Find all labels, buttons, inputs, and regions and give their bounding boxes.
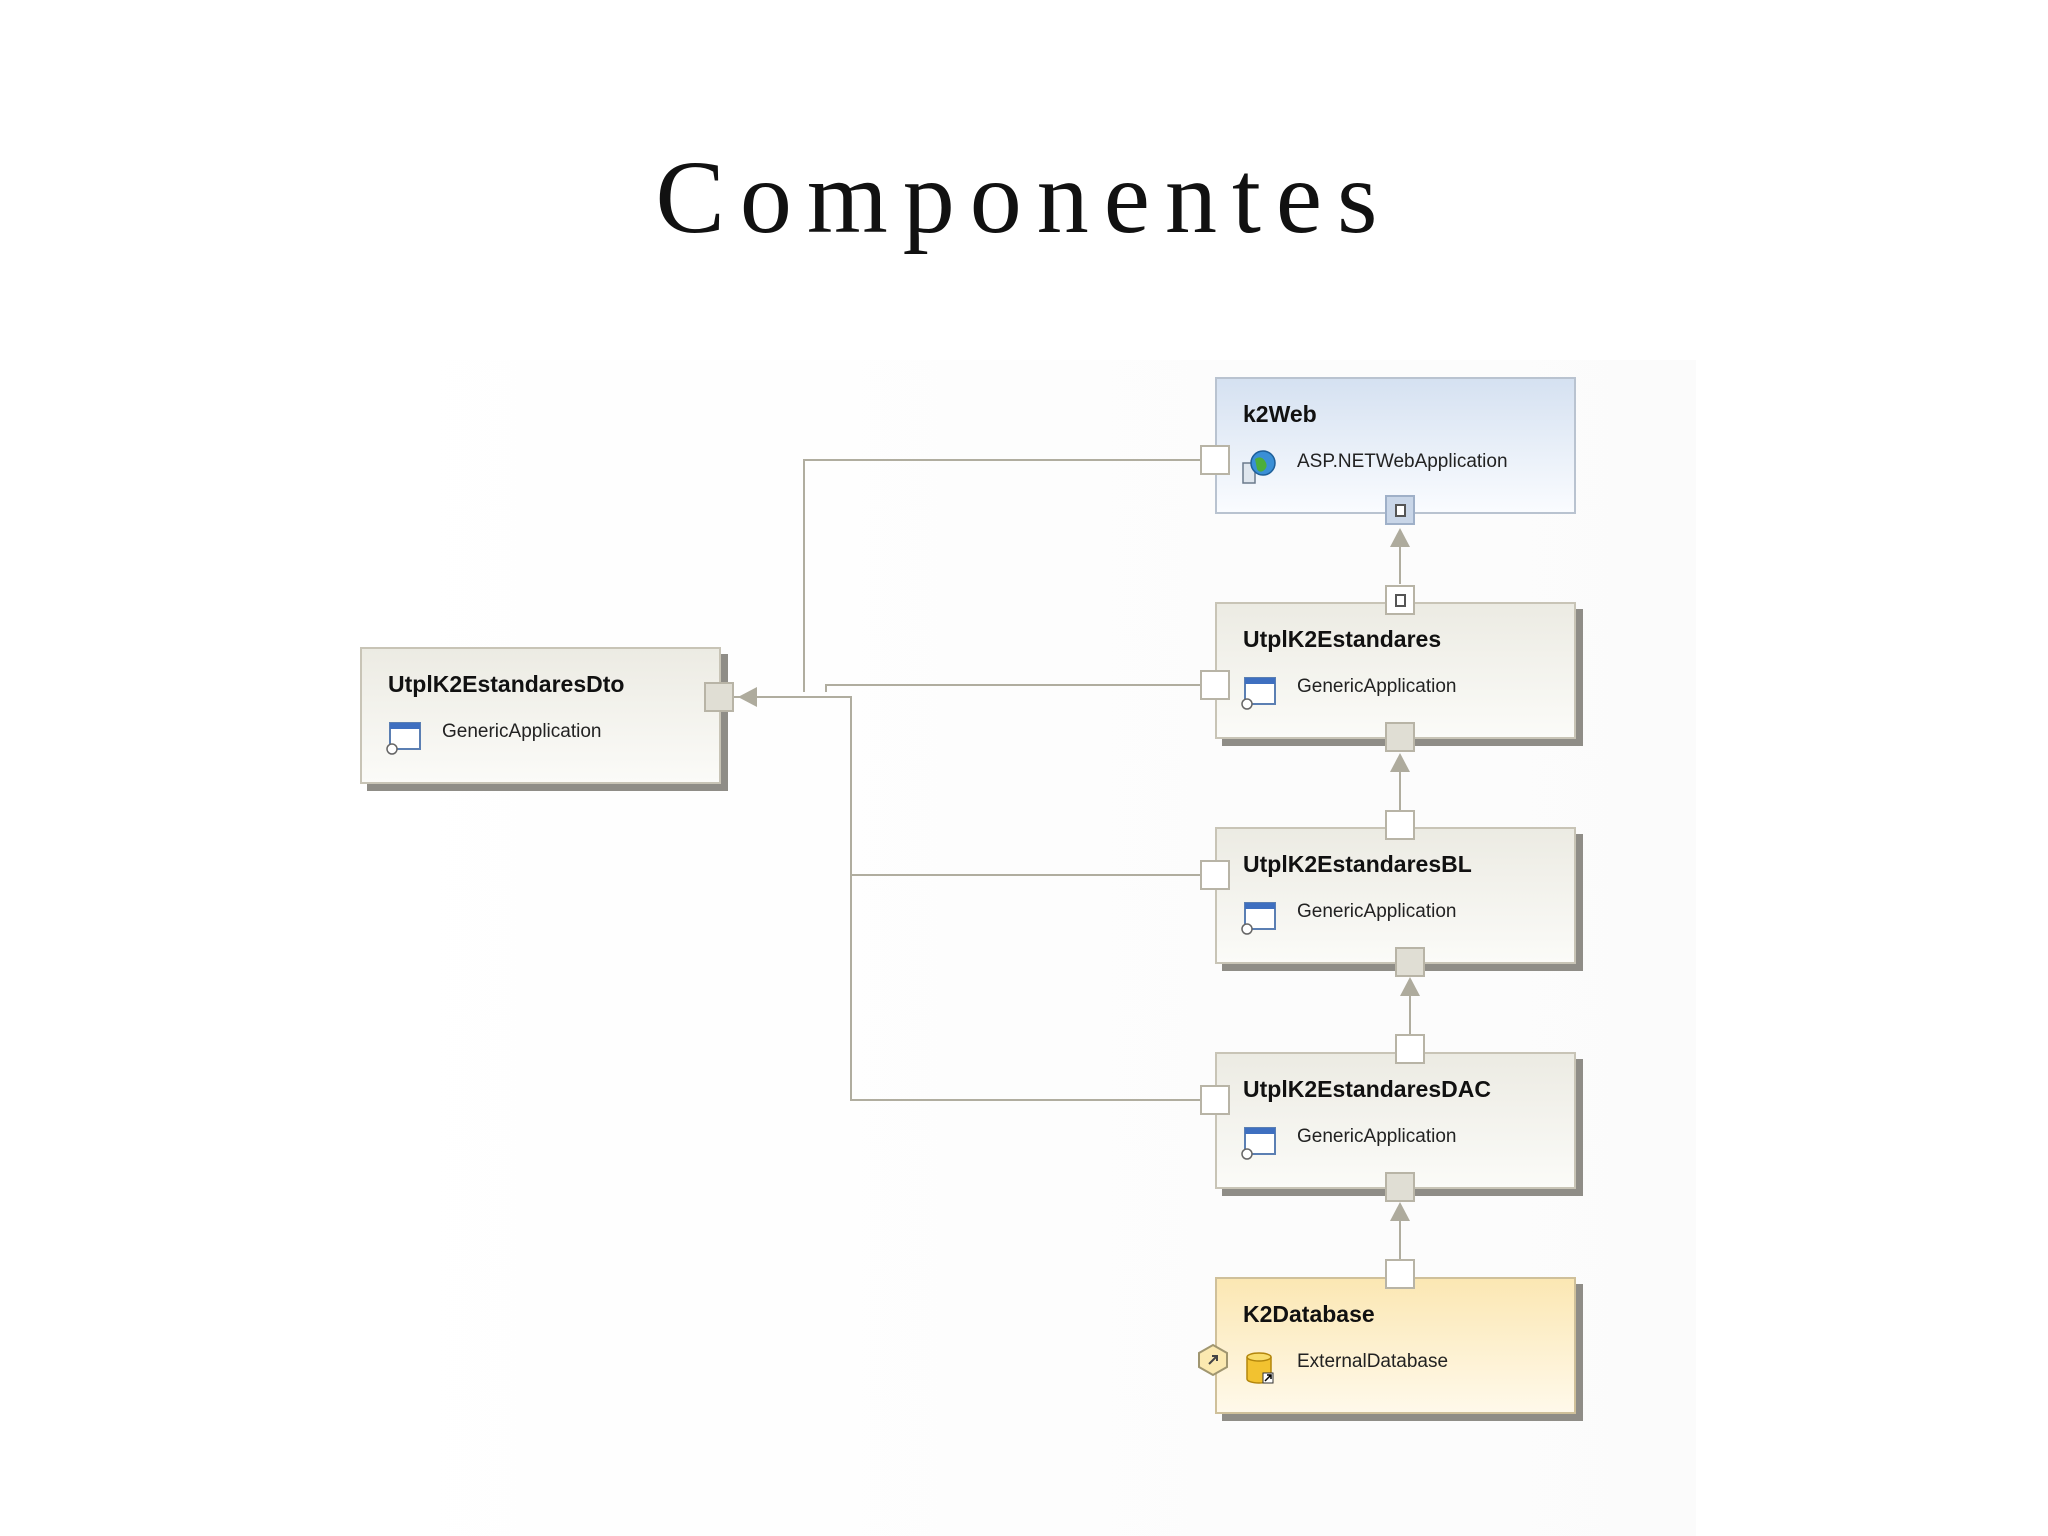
component-k2web[interactable]: k2Web ASP.NETWebApplication [1215,377,1576,514]
port-dac-left[interactable] [1200,1085,1230,1115]
connector-bl-dto [720,696,1200,876]
component-name: k2Web [1243,401,1317,427]
port-estandares-top[interactable] [1385,585,1415,615]
arrowhead-bl [1400,977,1420,996]
component-name: UtplK2EstandaresBL [1243,851,1472,877]
generic-application-icon [386,722,421,755]
port-dac-bottom[interactable] [1385,1172,1415,1202]
component-type: ASP.NETWebApplication [1297,451,1508,472]
component-type: GenericApplication [1297,901,1457,922]
generic-application-icon [1241,1127,1276,1160]
port-bl-top[interactable] [1385,810,1415,840]
component-type: GenericApplication [442,721,602,742]
connector-estandares-dto [825,684,1200,692]
component-name: UtplK2EstandaresDto [388,671,625,697]
arrowhead-dto [738,687,757,707]
connector-dac-dto [850,697,1200,1101]
generic-application-icon [1241,902,1276,935]
port-bl-left[interactable] [1200,860,1230,890]
port-estandares-bottom[interactable] [1385,722,1415,752]
port-bl-bottom[interactable] [1395,947,1425,977]
connector-k2web-dto [803,459,1200,692]
port-k2web-bottom[interactable] [1385,495,1415,525]
port-dto-right[interactable] [704,682,734,712]
document-icon [1395,594,1406,607]
generic-application-icon [1241,677,1276,710]
external-port-icon[interactable] [1196,1343,1230,1377]
arrowhead-estandares [1390,753,1410,772]
component-k2database[interactable]: K2Database ExternalDatabase [1215,1277,1576,1414]
port-dac-top[interactable] [1395,1034,1425,1064]
component-name: UtplK2Estandares [1243,626,1442,652]
component-type: GenericApplication [1297,1126,1457,1147]
slide-title: Componentes [655,140,1393,255]
component-dto[interactable]: UtplK2EstandaresDto GenericApplication [360,647,721,784]
component-type: GenericApplication [1297,676,1457,697]
arrowhead-dac [1390,1202,1410,1221]
component-name: K2Database [1243,1301,1375,1327]
component-name: UtplK2EstandaresDAC [1243,1076,1491,1102]
port-k2web-left[interactable] [1200,445,1230,475]
document-icon [1395,504,1406,517]
port-db-top[interactable] [1385,1259,1415,1289]
component-estandares[interactable]: UtplK2Estandares GenericApplication [1215,602,1576,739]
component-dac[interactable]: UtplK2EstandaresDAC GenericApplication [1215,1052,1576,1189]
database-icon [1246,1352,1274,1384]
component-bl[interactable]: UtplK2EstandaresBL GenericApplication [1215,827,1576,964]
globe-server-icon [1242,450,1276,484]
component-type: ExternalDatabase [1297,1351,1449,1372]
port-estandares-left[interactable] [1200,670,1230,700]
arrowhead-k2web [1390,528,1410,547]
